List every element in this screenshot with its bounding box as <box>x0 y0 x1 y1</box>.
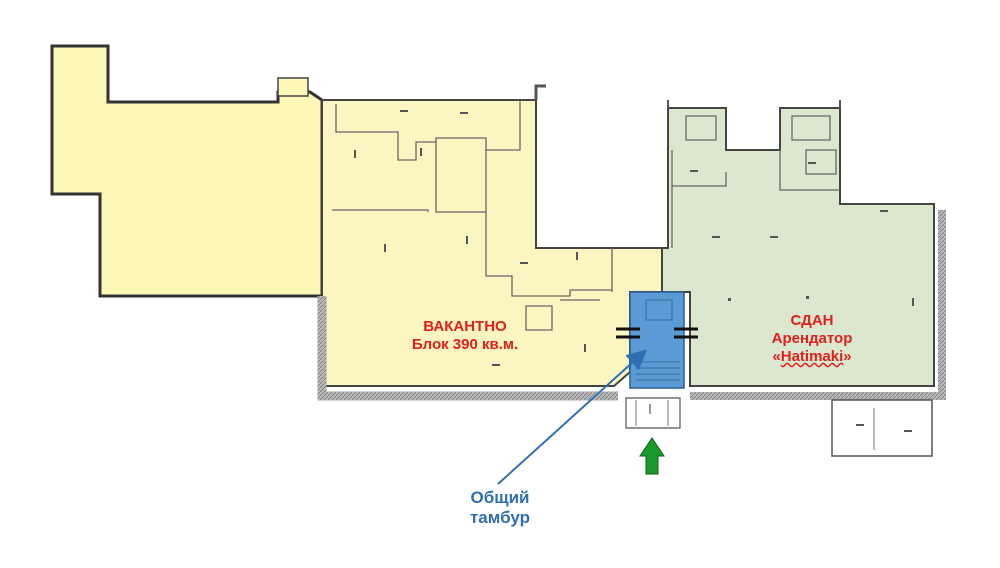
bottom-right-annex <box>831 399 933 457</box>
dimension-marks <box>354 110 914 432</box>
vacant-subtitle: Блок 390 кв.м. <box>411 336 519 353</box>
entrance-arrow-icon <box>639 437 665 475</box>
left-zone <box>50 44 324 298</box>
left-zone-annex <box>277 77 309 97</box>
vestibule-line2: тамбур <box>469 508 531 528</box>
tenant-quote-open: « <box>772 348 781 365</box>
vestibule-label: Общий тамбур <box>440 488 560 529</box>
vacant-interior-walls <box>332 100 613 331</box>
door-right-icon <box>674 327 698 339</box>
vacant-title: ВАКАНТНО <box>423 318 507 335</box>
tenant-name: Hatimaki <box>780 348 844 365</box>
entrance-steps <box>625 397 681 429</box>
rented-title: СДАН <box>790 312 834 329</box>
door-left-icon <box>616 327 640 339</box>
vacant-label: ВАКАНТНО Блок 390 кв.м. <box>380 318 550 354</box>
vestibule-callout-line <box>497 349 647 485</box>
rented-tenant: «Hatimaki» <box>742 348 882 366</box>
rented-interior-walls <box>671 115 840 248</box>
rented-zone <box>661 107 935 387</box>
tenant-quote-close: » <box>843 348 852 365</box>
vestibule-line1: Общий <box>470 488 530 507</box>
rented-label: СДАН Арендатор «Hatimaki» <box>742 312 882 366</box>
rented-tenant-role: Арендатор <box>771 330 853 347</box>
